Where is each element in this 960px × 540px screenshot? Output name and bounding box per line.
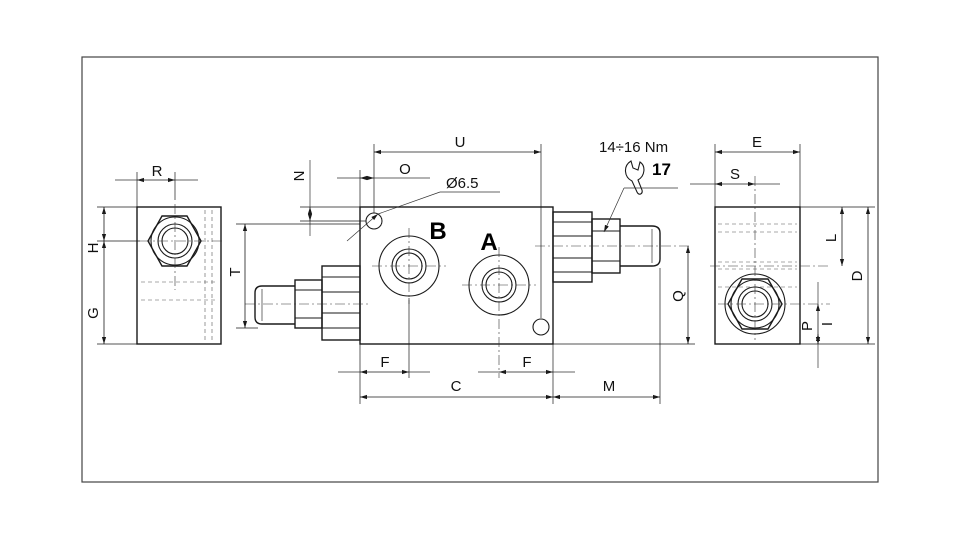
port-a-label: A (480, 229, 497, 256)
left-side-view (136, 204, 222, 345)
wrench-size-label: 17 (652, 160, 671, 179)
dim-c-label: C (451, 378, 462, 395)
hole-diameter-label: Ø6.5 (446, 175, 479, 192)
dim-u-label: U (455, 134, 466, 151)
dim-r-label: R (152, 163, 163, 180)
torque-label: 14÷16 Nm (599, 139, 668, 156)
dim-p-label: P (799, 321, 816, 331)
front-view (245, 206, 690, 378)
right-side-view (710, 176, 830, 345)
dim-m-label: M (603, 378, 616, 395)
dim-e-label: E (752, 134, 762, 151)
dim-f-right-label: F (522, 354, 531, 371)
drawing-frame (81, 56, 879, 483)
dim-f-left-label: F (380, 354, 389, 371)
dim-g-label: G (85, 307, 102, 319)
dim-h-label: H (85, 243, 102, 254)
dim-o-label: O (399, 161, 411, 178)
dim-d-label: D (849, 270, 866, 281)
dim-t-label: T (227, 267, 244, 276)
port-b-label: B (429, 218, 446, 245)
dim-q-label: Q (670, 290, 687, 302)
dim-l-label: L (823, 234, 840, 242)
dim-i-label: I (819, 322, 836, 326)
dim-s-label: S (730, 166, 740, 183)
dim-n-label: N (291, 171, 308, 182)
wrench-icon (624, 160, 645, 195)
